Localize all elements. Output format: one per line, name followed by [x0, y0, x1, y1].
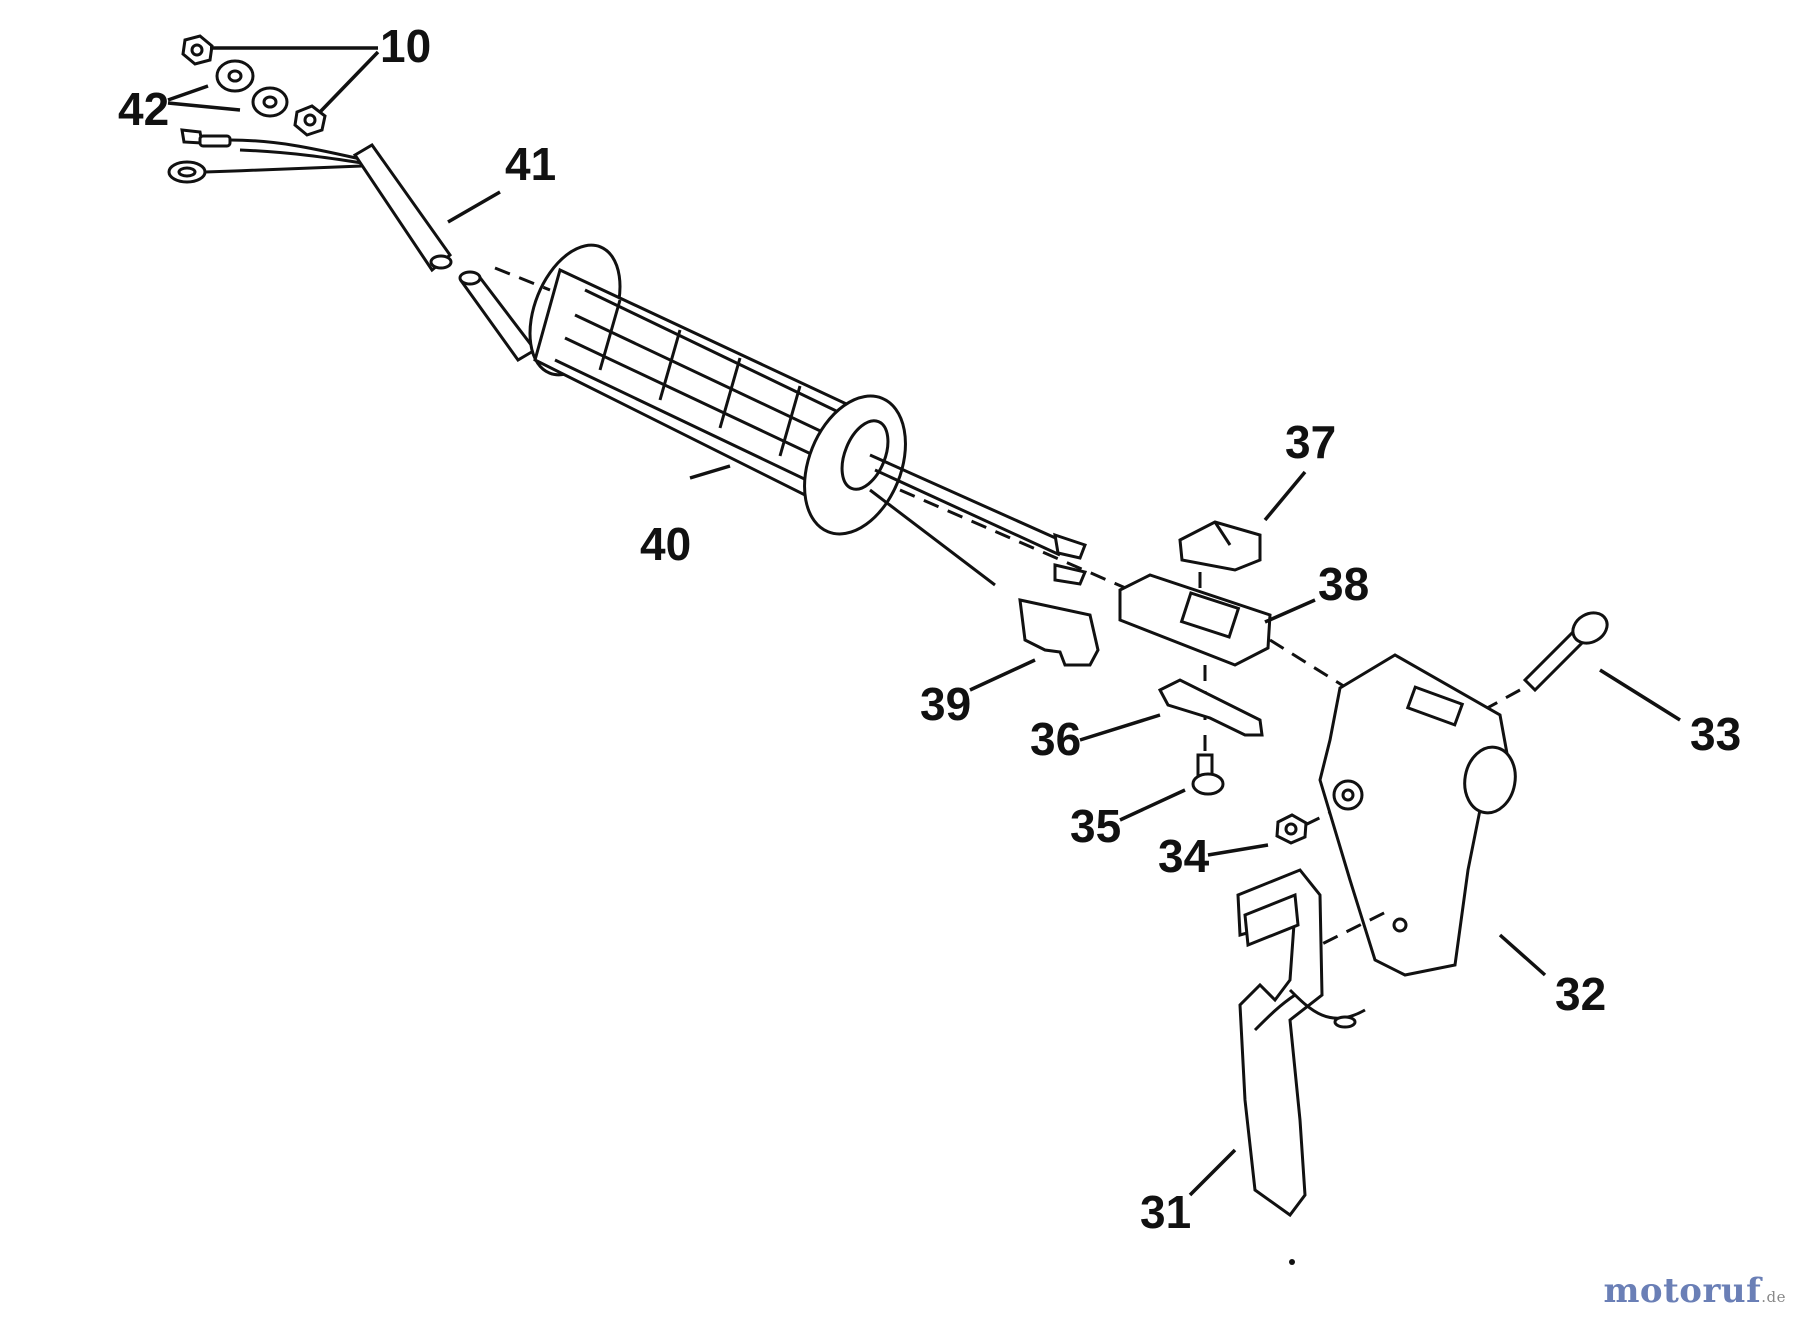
- part-36-contact-spring: [1157, 678, 1264, 737]
- leader-38: [1264, 598, 1316, 624]
- dash-41-to-grip: [494, 266, 551, 292]
- part-31-trigger-lever: [1236, 868, 1366, 1218]
- callout-39: 39: [920, 678, 971, 730]
- callout-34: 34: [1158, 830, 1210, 882]
- callout-35: 35: [1070, 800, 1121, 852]
- callout-42: 42: [118, 83, 169, 135]
- watermark-text: motoruf: [1603, 1271, 1762, 1311]
- part-10-hex-nut-top: [181, 34, 214, 66]
- stray-dot: [1289, 1259, 1295, 1265]
- wire-terminals: [167, 128, 366, 184]
- part-32-handle-housing: [1318, 653, 1517, 977]
- watermark-tld: .de: [1761, 1288, 1786, 1306]
- callout-31: 31: [1140, 1186, 1191, 1238]
- leader-41: [447, 190, 501, 224]
- callout-33: 33: [1690, 708, 1741, 760]
- callout-41: 41: [505, 138, 556, 190]
- part-40-handle-grip: [528, 243, 907, 536]
- grip-wires: [869, 453, 1131, 592]
- part-42-washer-2: [251, 86, 289, 118]
- part-10-hex-nut-bottom: [293, 104, 327, 137]
- leader-31: [1188, 1148, 1237, 1197]
- part-38-switch-housing: [1118, 573, 1272, 667]
- dash-38-32: [1269, 638, 1351, 692]
- watermark-logo: motoruf.de: [1603, 1271, 1786, 1311]
- leader-40: [689, 464, 731, 480]
- leader-lines-10-42: [167, 46, 380, 114]
- callout-38: 38: [1318, 558, 1369, 610]
- part-42-washer-1: [215, 59, 255, 93]
- leader-37: [1263, 470, 1307, 522]
- leader-35: [1119, 788, 1186, 822]
- leader-39: [969, 658, 1036, 692]
- part-37-switch-button: [1178, 520, 1262, 572]
- leader-34: [1207, 843, 1269, 857]
- callout-10: 10: [380, 20, 431, 72]
- leader-32: [1498, 933, 1547, 977]
- callout-36: 36: [1030, 713, 1081, 765]
- part-33-bolt: [1522, 611, 1609, 693]
- leader-36: [1079, 713, 1161, 742]
- callout-32: 32: [1555, 968, 1606, 1020]
- part-39-plug: [1018, 598, 1100, 667]
- dash-31-32: [1299, 908, 1391, 957]
- leader-33: [1599, 668, 1681, 722]
- part-35-screw: [1191, 753, 1225, 796]
- callout-40: 40: [640, 518, 691, 570]
- part-34-nut: [1275, 813, 1308, 845]
- callout-37: 37: [1285, 416, 1336, 468]
